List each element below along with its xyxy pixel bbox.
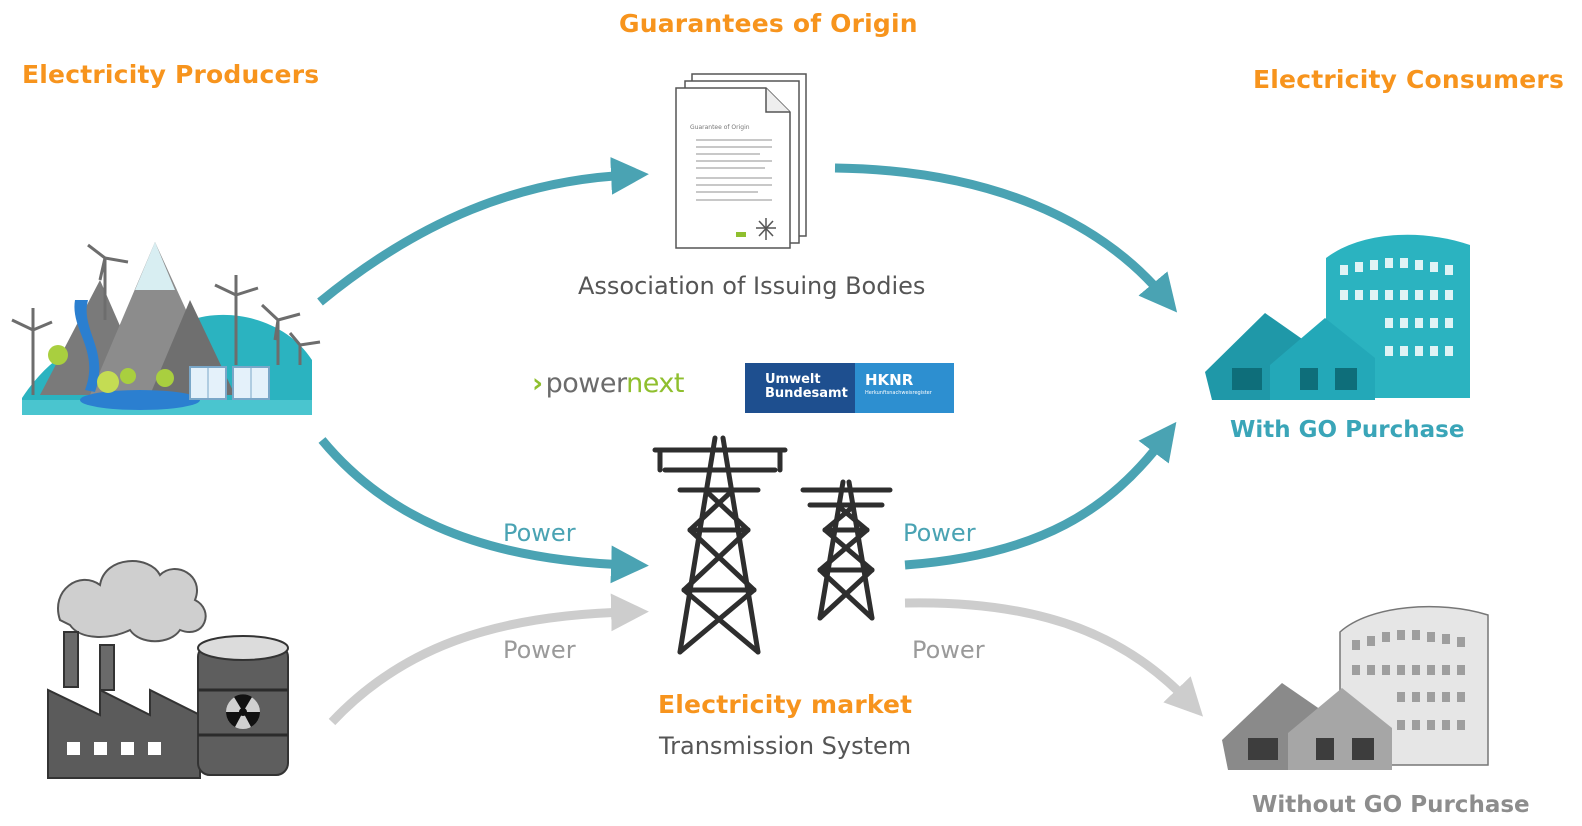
arrow-market-to-go-consumers bbox=[904, 421, 1177, 570]
powernext-logo-prefix: power bbox=[545, 368, 627, 399]
power-label-fossil-out: Power bbox=[912, 636, 985, 664]
powernext-logo: ›powernext bbox=[532, 368, 684, 399]
producers-title: Electricity Producers bbox=[22, 60, 320, 89]
document-heading: Guarantee of Origin bbox=[690, 124, 750, 131]
guarantees-title: Guarantees of Origin bbox=[619, 9, 918, 38]
powernext-logo-suffix: next bbox=[626, 368, 684, 399]
aib-label: Association of Issuing Bodies bbox=[578, 272, 926, 300]
consumers-title: Electricity Consumers bbox=[1253, 65, 1565, 94]
document-icon bbox=[675, 73, 807, 249]
uba-line1: Umwelt bbox=[765, 372, 821, 387]
uba-logo: Umwelt Bundesamt bbox=[745, 363, 855, 413]
power-label-fossil-in: Power bbox=[503, 636, 576, 664]
building-grey-icon bbox=[1222, 605, 1489, 770]
power-label-renewable-out: Power bbox=[903, 519, 976, 547]
hknr-title: HKNR bbox=[865, 371, 914, 389]
market-title: Electricity market bbox=[658, 690, 913, 719]
hknr-logo: HKNR Herkunftsnachweisregister bbox=[855, 363, 954, 413]
with-go-label: With GO Purchase bbox=[1230, 417, 1465, 443]
nuclear-barrel-icon bbox=[197, 635, 289, 776]
pylon-icon bbox=[652, 435, 893, 655]
uba-hknr-logo: Umwelt Bundesamt HKNR Herkunftsnachweisr… bbox=[745, 363, 954, 413]
power-label-renewable-in: Power bbox=[503, 519, 576, 547]
building-teal-icon bbox=[1205, 234, 1470, 400]
uba-line2: Bundesamt bbox=[765, 386, 848, 401]
arrow-market-to-non-go-consumers bbox=[904, 598, 1204, 717]
renewable-landscape-icon bbox=[11, 242, 321, 415]
chevron-right-icon: › bbox=[532, 368, 543, 399]
transmission-label: Transmission System bbox=[659, 732, 912, 760]
without-go-label: Without GO Purchase bbox=[1252, 792, 1530, 818]
arrow-fossil-power-to-market bbox=[328, 593, 649, 726]
hknr-subtitle: Herkunftsnachweisregister bbox=[865, 390, 932, 396]
arrow-go-to-consumers bbox=[834, 163, 1178, 313]
arrow-renewable-power-to-market bbox=[318, 437, 649, 584]
factory-icon bbox=[47, 560, 207, 779]
arrow-producers-to-go bbox=[317, 156, 649, 306]
